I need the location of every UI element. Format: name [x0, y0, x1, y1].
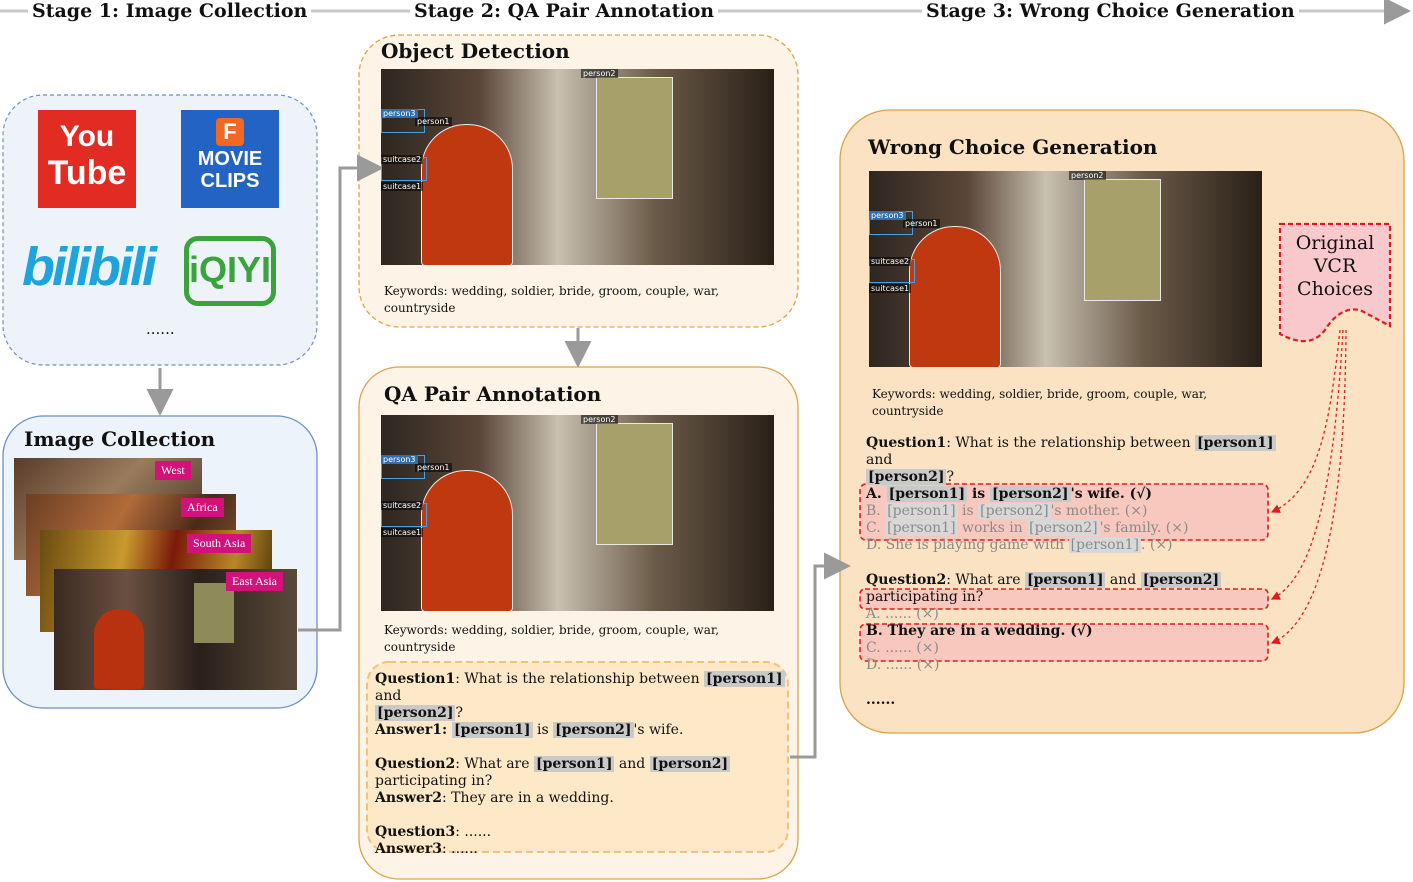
wrong-choice-keywords: Keywords: wedding, soldier, bride, groom…: [872, 387, 1208, 418]
wc-q2-choice-c: C. ...... (×): [866, 640, 939, 656]
object-detection-title: Object Detection: [381, 39, 570, 63]
vcr-choices-label: Original VCR Choices: [1295, 232, 1375, 300]
wrong-choice-qa: Question1: What is the relationship betw…: [866, 435, 1276, 709]
qa-image: person2 person1 person3 suitcase2 suitca…: [381, 415, 774, 611]
wc-q2-choice-d: D. ...... (×): [866, 657, 940, 673]
stage2-label: Stage 2: QA Pair Annotation: [410, 0, 719, 22]
movieclips-badge: F: [216, 118, 244, 146]
question3: Question3: ......: [375, 824, 492, 840]
object-detection-keywords: Keywords: wedding, soldier, bride, groom…: [384, 284, 720, 315]
wrong-choices-box-q2cd: [859, 623, 1269, 662]
detection-image: person2 person1 person3 suitcase2 suitca…: [381, 69, 774, 265]
stage1-label: Stage 1: Image Collection: [28, 0, 312, 22]
iqiyi-logo: iQIYI: [184, 236, 276, 306]
qa-keywords: Keywords: wedding, soldier, bride, groom…: [384, 623, 720, 654]
question2: Question2: What are [person1] and [perso…: [375, 756, 731, 772]
stage3-label: Stage 3: Wrong Choice Generation: [922, 0, 1299, 22]
answer1: Answer1: [person1] is [person2]'s wife.: [375, 722, 684, 738]
wc-choice-a: A. [person1] is [person2]'s wife. (√): [866, 486, 1153, 502]
qa-pairs-text: Question1: What is the relationship betw…: [375, 671, 785, 858]
wc-choice-b: B. [person1] is [person2]'s mother. (×): [866, 503, 1148, 519]
wc-choice-d: D. She is playing game with [person1]. (…: [866, 537, 1173, 553]
wc-q2-choice-a: A. ...... (×): [866, 606, 939, 622]
region-tag-south-asia: South Asia: [187, 534, 252, 553]
wc-ellipsis: ......: [866, 692, 896, 708]
youtube-logo: You Tube: [38, 110, 136, 208]
question1: Question1: What is the relationship betw…: [375, 671, 785, 704]
qa-annotation-title: QA Pair Annotation: [384, 382, 602, 406]
region-tag-west: West: [155, 461, 191, 480]
wrong-choices-box-q2a: [859, 588, 1269, 610]
movieclips-logo: F MOVIE CLIPS: [181, 110, 279, 208]
wc-question1: Question1: What is the relationship betw…: [866, 435, 1276, 468]
region-tag-africa: Africa: [181, 498, 224, 517]
vcr-choices-shape: [1278, 222, 1392, 343]
wc-q2-choice-b: B. They are in a wedding. (√): [866, 623, 1093, 639]
region-tag-east-asia: East Asia: [226, 572, 283, 591]
wc-question2: Question2: What are [person1] and [perso…: [866, 572, 1222, 588]
answer2: Answer2: They are in a wedding.: [375, 790, 614, 806]
wrong-choice-title: Wrong Choice Generation: [868, 135, 1158, 159]
bilibili-logo: bilibili: [22, 237, 157, 297]
image-collection-title: Image Collection: [24, 427, 216, 451]
answer3: Answer3: ......: [375, 841, 478, 857]
wrong-choice-image: person2 person1 person3 suitcase2 suitca…: [869, 171, 1262, 367]
more-sources: ......: [146, 320, 175, 338]
wc-choice-c: C. [person1] works in [person2]'s family…: [866, 520, 1189, 536]
